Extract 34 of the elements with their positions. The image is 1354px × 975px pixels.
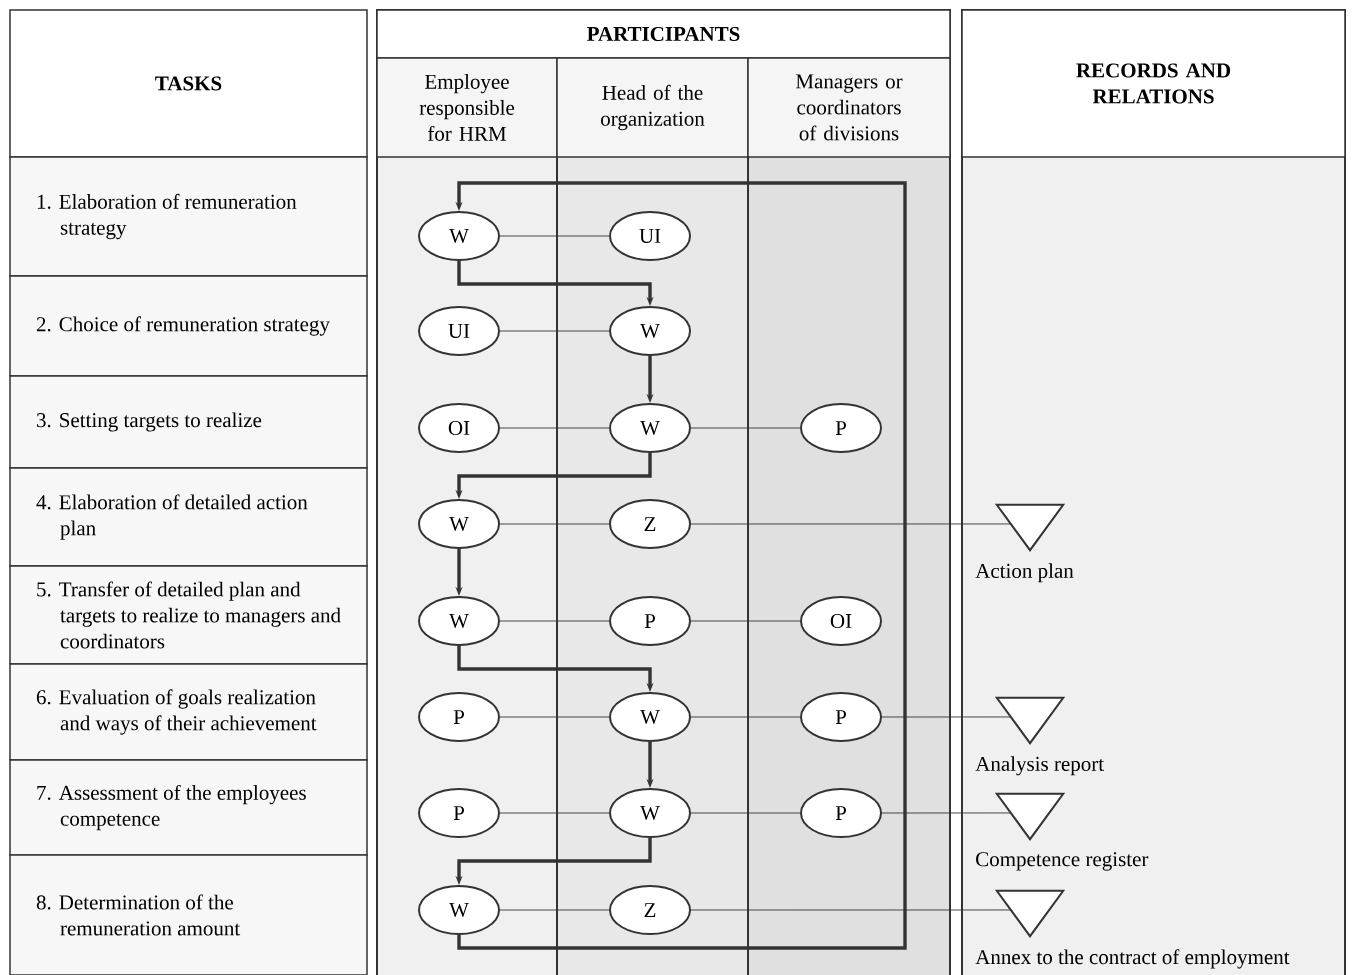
task-cell: 3. Setting targets to realize xyxy=(9,375,368,469)
task-cell: 4. Elaboration of detailed action plan xyxy=(9,467,368,567)
connector-line xyxy=(499,812,610,814)
task-cell: 6. Evaluation of goals realization and ways of their achievement xyxy=(9,663,368,761)
connector-line xyxy=(499,909,610,911)
task-cell: 5. Transfer of detailed plan and targets to realize to managers and coordinators xyxy=(9,565,368,665)
header-cell: Employee responsible for HRM xyxy=(376,57,558,158)
task-cell: 8. Determination of the remuneration amount xyxy=(9,854,368,975)
task-cell: 2. Choice of remuneration strategy xyxy=(9,275,368,377)
connector-line xyxy=(690,427,801,429)
header-cell: PARTICIPANTS xyxy=(376,9,951,59)
task-cell: 7. Assessment of the employees competence xyxy=(9,759,368,856)
connector-line xyxy=(499,427,610,429)
connector-line xyxy=(881,716,1012,718)
record-label: Action plan xyxy=(975,563,1074,583)
header-cell: RECORDS AND RELATIONS xyxy=(961,9,1346,158)
connector-line xyxy=(499,620,610,622)
connector-line xyxy=(690,716,801,718)
record-label: Annex to the contract of employment xyxy=(975,949,1290,969)
connector-line xyxy=(690,620,801,622)
connector-line xyxy=(499,716,610,718)
connector-line xyxy=(499,235,610,237)
connector-line xyxy=(499,330,610,332)
connector-line xyxy=(881,812,1012,814)
record-label: Competence register xyxy=(976,852,1149,871)
connector-line xyxy=(690,812,801,814)
connector-line xyxy=(690,909,1012,911)
record-label: Analysis report xyxy=(975,756,1104,776)
header-cell: Head of the organization xyxy=(556,57,749,158)
header-cell: Managers or coordinators of divisions xyxy=(747,57,951,158)
connector-line xyxy=(499,523,610,525)
task-cell: 1. Elaboration of remuneration strategy xyxy=(9,156,368,277)
header-cell: TASKS xyxy=(9,9,368,158)
connector-line xyxy=(690,523,1012,525)
